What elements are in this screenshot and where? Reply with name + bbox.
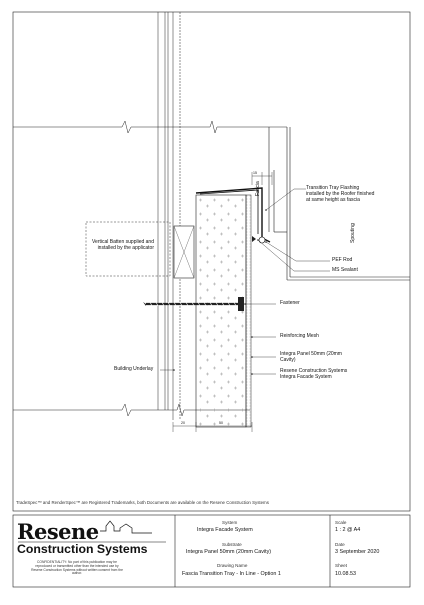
brand-construction-systems: Construction Systems	[17, 542, 148, 556]
confidentiality-note: CONFIDENTIALITY: No part of this publica…	[31, 560, 123, 576]
logo-building-outline	[100, 520, 152, 534]
leader-lines	[160, 188, 330, 375]
transition-tray-flashing	[195, 187, 271, 243]
sheet-heading: Sheet	[335, 563, 348, 568]
render-coating	[245, 194, 252, 428]
substrate-value: Integra Panel 50mm (20mm Cavity)	[186, 549, 272, 555]
drawing-name-value: Fascia Transition Tray - In Line - Optio…	[182, 571, 281, 577]
top-dimension: 15	[253, 171, 257, 175]
scale-heading: Scale	[335, 520, 347, 525]
fascia-label: Fascia	[255, 181, 261, 196]
batten-label: Vertical Batten supplied and installed b…	[92, 239, 154, 251]
reinforcing-mesh-label: Reinforcing Mesh	[280, 333, 319, 339]
fastener-screw	[143, 297, 244, 311]
date-heading: Date	[335, 542, 345, 547]
batten-outline	[85, 221, 171, 277]
drawing-name-heading: Drawing Name	[217, 563, 248, 568]
title-block-frame	[12, 514, 411, 588]
pef-rod	[258, 236, 266, 244]
resene-system-label: Resene Construction Systems Integra Faca…	[280, 368, 348, 380]
ms-sealant-label: MS Sealant	[332, 267, 358, 273]
system-heading: System	[222, 520, 238, 525]
pef-rod-label: PEF Rod	[332, 257, 353, 263]
fastener-label: Fastener	[280, 300, 300, 306]
flashing-label: Transition Tray Flashing installed by th…	[306, 185, 375, 203]
sheet-border	[12, 11, 411, 512]
bottom-dimension-1: 20	[181, 421, 185, 425]
system-value: Integra Facade System	[197, 527, 253, 533]
trademark-footnote: TradeSpec™ and RenderSpec™ are Registere…	[16, 500, 269, 505]
leader-dots	[173, 209, 267, 375]
framing	[157, 12, 181, 420]
brand-resene: Resene	[17, 519, 99, 544]
bottom-dimension-2: 50	[219, 421, 223, 425]
dimension-lines	[172, 172, 273, 432]
integra-panel	[195, 194, 247, 428]
sheet-value: 10.08.53	[335, 571, 356, 577]
substrate-heading: Substrate	[222, 542, 242, 547]
fascia	[268, 127, 410, 281]
ms-sealant	[252, 236, 256, 242]
date-value: 3 September 2020	[335, 549, 380, 555]
integra-panel-label: Integra Panel 50mm (20mm Cavity)	[280, 351, 342, 363]
scale-value: 1 : 2 @ A4	[335, 527, 361, 533]
spouting-label: Spouting	[350, 223, 356, 243]
building-underlay-label: Building Underlay	[114, 366, 154, 372]
